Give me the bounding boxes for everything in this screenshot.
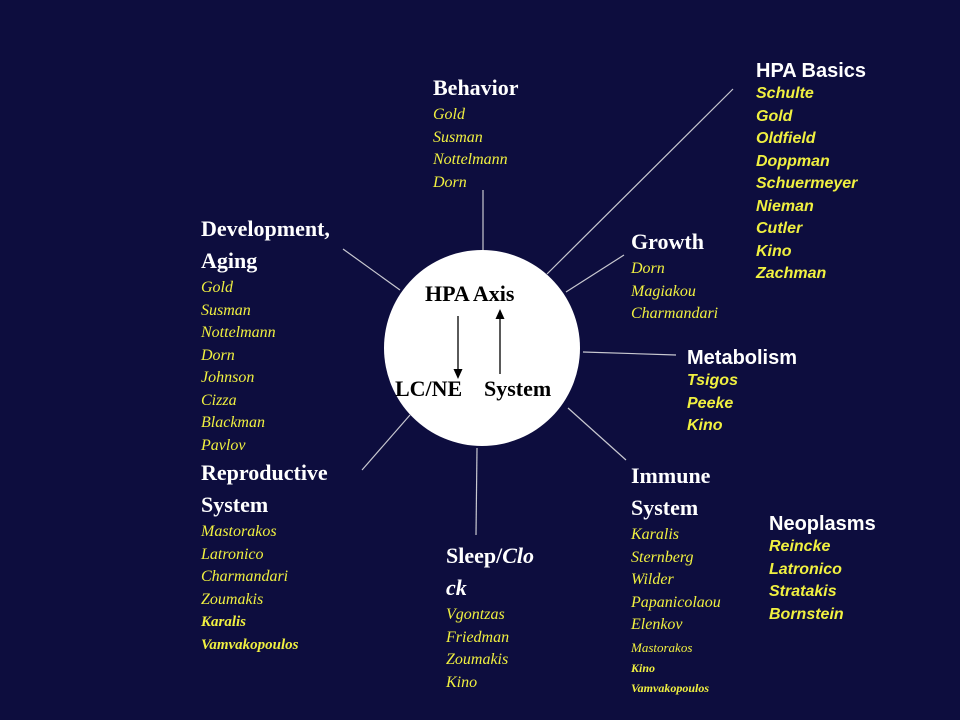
hub-label-system: System	[484, 376, 552, 401]
title-part: Sleep/	[446, 543, 503, 568]
name-list: Reincke Latronico Stratakis Bornstein	[769, 536, 876, 626]
list-item: Pavlov	[201, 436, 246, 454]
list-item: Vgontzas	[446, 606, 505, 623]
list-item: Nottelmann	[433, 151, 508, 168]
node-hpa-basics: HPA Basics Schulte Gold Oldfield Doppman…	[756, 59, 866, 286]
hub-label-hpa-axis: HPA Axis	[425, 281, 515, 306]
spoke-sleep	[475, 447, 478, 536]
list-item: Gold	[756, 107, 793, 125]
list-item: Charmandari	[201, 568, 289, 585]
list-item: Blackman	[201, 414, 265, 431]
node-sleep-clock: Sleep/Clo ck Vgontzas Friedman Zoumakis …	[446, 540, 534, 694]
node-title: ck	[446, 572, 534, 604]
list-item: Zachman	[756, 265, 827, 282]
node-title: System	[201, 492, 269, 517]
name-list: Vgontzas Friedman Zoumakis Kino	[446, 604, 534, 694]
name-list: Gold Susman Nottelmann Dorn Johnson Cizz…	[201, 277, 330, 457]
hub-label-lc-ne: LC/NE	[395, 376, 463, 401]
list-item: Zoumakis	[446, 651, 509, 668]
node-immune-system: Immune System Karalis Sternberg Wilder P…	[631, 460, 721, 698]
node-title: Growth	[631, 229, 704, 254]
node-title: Immune	[631, 463, 711, 488]
list-item: Stratakis	[769, 583, 837, 600]
list-item: Tsigos	[687, 372, 738, 389]
list-item: Gold	[201, 279, 233, 296]
list-item: Karalis	[201, 614, 247, 630]
list-item: Susman	[433, 128, 483, 146]
list-item: Latronico	[201, 545, 264, 563]
list-item: Kino	[446, 673, 478, 691]
list-item: Mastorakos	[201, 523, 277, 540]
name-list: Mastorakos Latronico Charmandari Zoumaki…	[201, 521, 328, 656]
list-item: Kino	[631, 660, 656, 675]
list-item: Papanicolaou	[631, 593, 721, 611]
node-metabolism: Metabolism Tsigos Peeke Kino	[687, 346, 797, 438]
node-title: Aging	[201, 248, 258, 273]
list-item: Johnson	[201, 369, 255, 386]
spoke-hpa-basics	[546, 88, 734, 275]
list-item: Susman	[201, 301, 251, 319]
node-title: Neoplasms	[769, 513, 876, 535]
list-item: Kino	[756, 242, 792, 260]
list-item: Doppman	[756, 152, 830, 170]
list-item: Vamvakopoulos	[631, 680, 710, 695]
node-title: Behavior	[433, 75, 519, 100]
list-item: Zoumakis	[201, 590, 264, 608]
list-item: Kino	[687, 417, 723, 434]
node-title: System	[631, 495, 699, 520]
list-item: Latronico	[769, 560, 842, 578]
list-item: Dorn	[631, 260, 665, 277]
list-item: Cutler	[756, 220, 803, 237]
node-development-aging: Development, Aging Gold Susman Nottelman…	[201, 213, 330, 457]
title-part: Clo	[502, 543, 535, 568]
list-item: Charmandari	[631, 305, 719, 322]
list-item: Nieman	[756, 197, 814, 215]
list-item: Reincke	[769, 538, 831, 555]
list-item: Bornstein	[769, 605, 844, 623]
list-item: Dorn	[201, 346, 235, 364]
spoke-growth	[565, 254, 625, 293]
node-title: HPA Basics	[756, 60, 867, 82]
node-behavior: Behavior Gold Susman Nottelmann Dorn	[433, 72, 519, 194]
node-title: Sleep/Clo	[446, 540, 534, 572]
list-item: Friedman	[446, 628, 510, 646]
title-part: ck	[446, 575, 467, 600]
name-list: Gold Susman Nottelmann Dorn	[433, 104, 519, 194]
list-item: Dorn	[433, 173, 467, 191]
spoke-development	[342, 248, 401, 291]
list-item: Schuermeyer	[756, 175, 858, 192]
list-item: Vamvakopoulos	[201, 636, 299, 653]
list-item: Mastorakos	[631, 639, 693, 655]
node-growth: Growth Dorn Magiakou Charmandari	[631, 226, 718, 326]
list-item: Elenkov	[631, 616, 683, 633]
node-title: Reproductive	[201, 460, 328, 485]
name-list: Schulte Gold Oldfield Doppman Schuermeye…	[756, 83, 866, 286]
spoke-reproductive	[361, 414, 411, 471]
list-item: Peeke	[687, 394, 734, 412]
list-item: Gold	[433, 106, 465, 123]
center-hub	[384, 250, 580, 446]
name-list: Karalis Sternberg Wilder Papanicolaou El…	[631, 524, 721, 698]
list-item: Cizza	[201, 391, 237, 409]
node-reproductive-system: Reproductive System Mastorakos Latronico…	[201, 457, 328, 656]
list-item: Wilder	[631, 571, 674, 588]
node-neoplasms: Neoplasms Reincke Latronico Stratakis Bo…	[769, 512, 876, 626]
list-item: Schulte	[756, 85, 814, 102]
name-list: Tsigos Peeke Kino	[687, 370, 797, 438]
spoke-immune	[567, 407, 627, 461]
list-item: Karalis	[631, 526, 680, 543]
name-list: Dorn Magiakou Charmandari	[631, 258, 718, 326]
list-item: Sternberg	[631, 548, 694, 566]
list-item: Magiakou	[631, 282, 696, 300]
list-item: Nottelmann	[201, 324, 276, 341]
node-title: Development,	[201, 216, 330, 241]
list-item: Oldfield	[756, 130, 816, 147]
node-title: Metabolism	[687, 347, 798, 369]
spoke-metabolism	[582, 351, 677, 356]
